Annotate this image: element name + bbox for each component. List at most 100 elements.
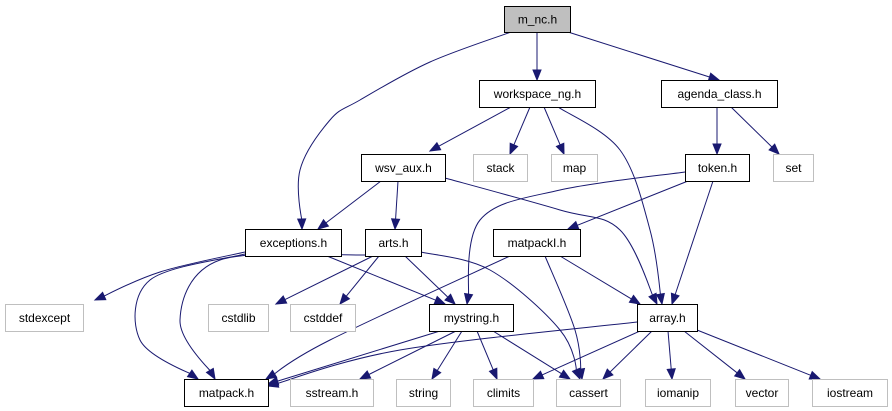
node-box[interactable] (637, 304, 698, 332)
edge-line (559, 255, 632, 300)
node-box (208, 304, 269, 332)
arrowhead-icon (712, 143, 722, 156)
node-box[interactable] (429, 304, 514, 332)
edge-exceptions-to-matpack (134, 253, 246, 380)
arrowhead-icon (296, 218, 307, 231)
node-box (773, 154, 814, 182)
node-cstdlib: cstdlib (208, 304, 269, 332)
edge-line (730, 106, 773, 148)
arrowhead-icon (509, 142, 519, 156)
node-token[interactable]: token.h (685, 154, 750, 182)
node-label: mystring.h (444, 311, 499, 325)
node-matpack[interactable]: matpack.h (184, 379, 269, 407)
arrowhead-icon (264, 369, 278, 380)
arrowhead-icon (274, 295, 288, 305)
node-label: stack (486, 161, 515, 175)
arrowhead-icon (655, 292, 665, 306)
arrowhead-icon (602, 368, 614, 380)
edge-line (609, 330, 653, 373)
node-label: workspace_ng.h (493, 87, 581, 101)
node-box[interactable] (365, 229, 422, 257)
edge-line (513, 106, 531, 145)
arrowhead-icon (808, 370, 822, 380)
edge-line (492, 330, 562, 375)
edge-workspace_ng-to-stack (509, 106, 531, 156)
node-label: array.h (649, 311, 685, 325)
edge-array-to-iomanip (666, 330, 676, 381)
arrowhead-icon (733, 368, 747, 380)
node-cassert: cassert (556, 379, 621, 407)
node-label: stdexcept (19, 311, 71, 325)
node-label: cstddef (304, 311, 343, 325)
node-exceptions[interactable]: exceptions.h (245, 229, 342, 257)
node-matpackI[interactable]: matpackI.h (493, 229, 581, 257)
edge-line (284, 255, 374, 301)
arrowhead-icon (444, 293, 456, 305)
node-m-nc[interactable]: m_nc.h (504, 6, 571, 33)
arrowhead-icon (648, 292, 658, 306)
node-box[interactable] (479, 80, 596, 108)
arrowhead-icon (463, 292, 474, 306)
edge-arts-to-mystring (404, 255, 456, 305)
arrowhead-icon (488, 367, 498, 381)
node-label: agenda_class.h (677, 87, 761, 101)
edge-line (326, 255, 436, 301)
node-array[interactable]: array.h (637, 304, 698, 332)
node-label: string (409, 386, 438, 400)
node-sstream: sstream.h (290, 379, 374, 407)
arrowhead-icon (555, 142, 565, 156)
nodes-layer: m_nc.h workspace_ng.h agenda_class.h wsv_au… (5, 6, 888, 407)
arrowhead-icon (358, 370, 372, 380)
arrowhead-icon (666, 368, 676, 381)
node-arts[interactable]: arts.h (365, 229, 422, 257)
node-label: exceptions.h (260, 236, 327, 250)
node-label: set (785, 161, 802, 175)
node-box[interactable] (184, 379, 269, 407)
arrowhead-icon (670, 292, 680, 306)
node-box (551, 154, 598, 182)
node-string: string (396, 379, 451, 407)
edge-line (277, 321, 638, 384)
node-iomanip: iomanip (645, 379, 711, 407)
arrowhead-icon (532, 69, 542, 82)
node-wsv-aux[interactable]: wsv_aux.h (361, 154, 446, 182)
edge-array-to-iostream (696, 329, 822, 380)
edge-token-to-array (670, 180, 714, 306)
arrowhead-icon (433, 295, 447, 305)
arrowhead-icon (707, 72, 721, 82)
node-box (396, 379, 451, 407)
node-label: token.h (698, 161, 737, 175)
node-box (473, 379, 534, 407)
node-box[interactable] (661, 80, 778, 108)
arrowhead-icon (566, 220, 580, 230)
edge-exceptions-to-mystring (326, 255, 447, 305)
node-vector: vector (735, 379, 789, 407)
edge-mystring-to-sstream (358, 330, 457, 380)
node-mystring[interactable]: mystring.h (429, 304, 514, 332)
node-box[interactable] (504, 6, 571, 33)
node-label: climits (487, 386, 520, 400)
edge-mystring-to-string (431, 330, 463, 381)
arrowhead-icon (575, 367, 586, 381)
edge-line (277, 330, 441, 382)
edge-mystring-to-cassert (492, 330, 572, 380)
arrowhead-icon (428, 141, 442, 152)
edge-token-to-matpackI (566, 180, 689, 230)
edge-line (543, 106, 561, 145)
node-label: iostream (827, 386, 873, 400)
node-box[interactable] (685, 154, 750, 182)
edge-array-to-climits (531, 330, 641, 380)
edge-m_nc-to-exceptions (296, 31, 512, 231)
node-agenda-class[interactable]: agenda_class.h (661, 80, 778, 108)
edge-line (544, 255, 582, 370)
edge-array-to-matpack (266, 321, 638, 388)
node-stack: stack (473, 154, 528, 182)
arrowhead-icon (93, 291, 107, 301)
edge-m_nc-to-workspace_ng (532, 32, 542, 82)
node-box[interactable] (361, 154, 446, 182)
node-box[interactable] (493, 229, 581, 257)
arrowhead-icon (558, 369, 572, 380)
node-workspace-ng[interactable]: workspace_ng.h (479, 80, 596, 108)
node-box[interactable] (245, 229, 342, 257)
edge-line (683, 330, 738, 374)
